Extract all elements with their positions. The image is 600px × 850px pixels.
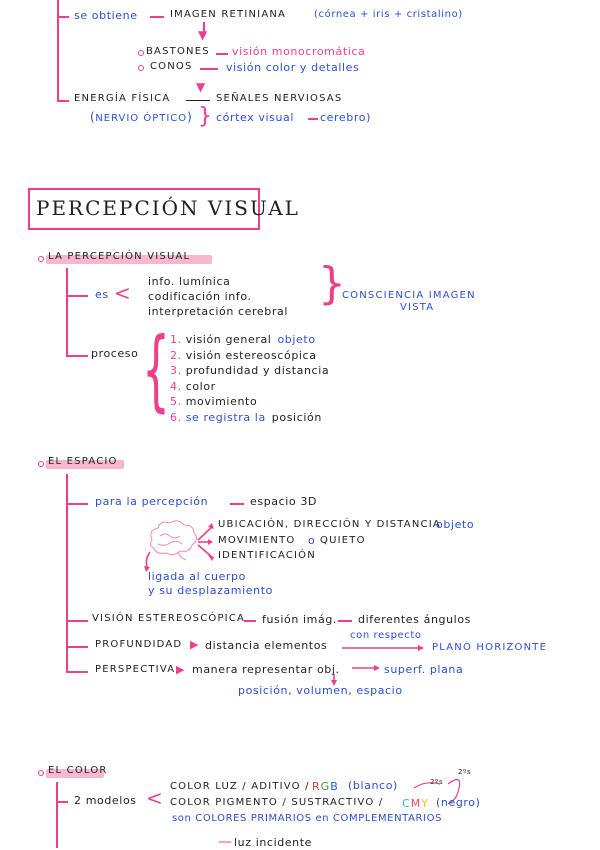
cmy-c: C	[402, 797, 411, 810]
negro-label: (negro)	[436, 796, 481, 809]
incidente-label: luz incidente	[234, 836, 312, 849]
cmy-m: M	[411, 797, 422, 810]
primarios-label: son COLORES PRIMARIOS en COMPLEMENTARIOS	[172, 813, 442, 824]
pigmento-label: COLOR PIGMENTO / SUSTRACTIVO /	[170, 797, 383, 808]
cmy-label: CMY	[402, 797, 429, 810]
cmy-y: Y	[421, 797, 429, 810]
